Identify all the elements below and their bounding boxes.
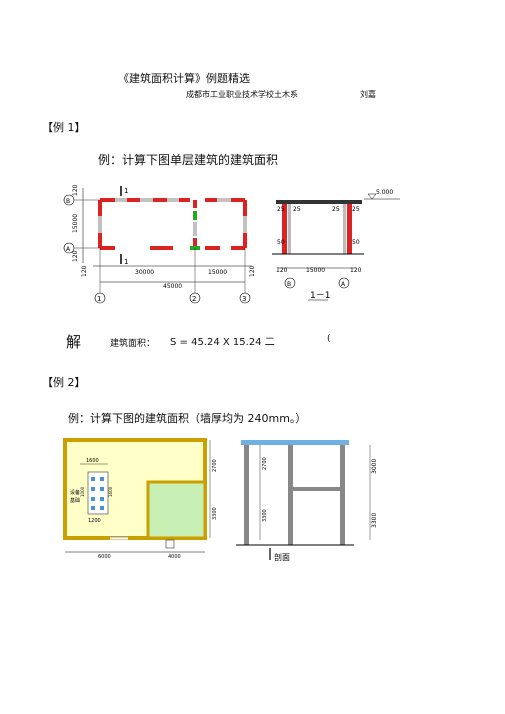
plan-dim-left-bottom: 120 xyxy=(72,250,79,262)
section-axis-b: B xyxy=(287,281,291,288)
document-title: 《建筑面积计算》例题精选 xyxy=(118,72,250,85)
section-mark-top: 1 xyxy=(124,187,128,195)
solution-mark: 解 xyxy=(66,333,82,351)
section2-dim-right-bottom: 3300 xyxy=(371,513,378,528)
plan-dim-total: 45000 xyxy=(163,283,182,290)
section-caption: 1－1 xyxy=(310,291,330,301)
section-dim-1: 25 xyxy=(277,206,285,213)
section-axis-a: A xyxy=(341,281,346,288)
example-2-heading: 【例 2】 xyxy=(42,376,86,389)
section-mark-bottom: 1 xyxy=(124,258,128,266)
plan-axis-3: 3 xyxy=(242,295,246,303)
area-label: 建筑面积： xyxy=(110,339,156,349)
section2-dim-left-top: 2700 xyxy=(262,457,268,470)
plan2-dim-bottom-right: 4000 xyxy=(168,554,181,560)
example-1-question: 例：计算下图单层建筑的建筑面积 xyxy=(98,153,279,167)
plan2-dim-right-top: 2700 xyxy=(212,459,218,472)
author-name: 刘嘉 xyxy=(360,90,376,99)
section-dim-5: 50 xyxy=(277,239,285,246)
plan-dim-left-top: 120 xyxy=(72,184,79,196)
school-subtitle: 成都市工业职业技术学校土木系 xyxy=(186,90,298,99)
section-elevation: 5.000 xyxy=(376,189,393,196)
plan2-dim-bottom-left: 6000 xyxy=(98,554,111,560)
example-2-floor-plan: 设 备 基 础 1600 1000 1600 1200 2700 3300 60… xyxy=(63,438,218,560)
plan-dim-bottom-30000: 30000 xyxy=(135,269,154,276)
section2-dim-right-top: 3000 xyxy=(371,459,378,474)
example-1-heading: 【例 1】 xyxy=(42,121,86,134)
section-dim-4: 25 xyxy=(352,206,360,213)
example-2-question: 例：计算下图的建筑面积（墙厚均为 240mm。） xyxy=(68,412,307,425)
section-bottom-dim-left: 120 xyxy=(276,267,288,274)
plan2-inner-dim-3: 1200 xyxy=(88,518,101,524)
section2-dim-left-bottom: 3300 xyxy=(262,509,268,522)
plan-axis-b: B xyxy=(66,198,70,205)
equipment-label-2: 备 xyxy=(75,489,80,496)
plan2-inner-dim-2: 1600 xyxy=(108,486,113,497)
plan-axis-2: 2 xyxy=(192,295,196,303)
plan-dim-left-mid: 15000 xyxy=(72,214,79,233)
formula-paren: ( xyxy=(327,334,331,344)
plan2-dim-right-bottom: 3300 xyxy=(212,507,218,520)
equipment-label-4: 础 xyxy=(75,497,80,504)
plan-dim-bottom-right: 120 xyxy=(249,265,256,277)
example-2-section: 2700 3300 3000 3300 剖面 xyxy=(236,440,378,562)
plan2-dim-top: 1600 xyxy=(86,458,99,464)
plan-axis-a: A xyxy=(66,246,71,253)
plan-axis-1: 1 xyxy=(97,295,101,303)
area-formula: S = 45.24 X 15.24 二 xyxy=(170,337,275,348)
plan-dim-bottom-15000: 15000 xyxy=(208,269,227,276)
plan-dim-bottom-left: 120 xyxy=(81,265,88,277)
section-bottom-dim-right: 120 xyxy=(350,267,362,274)
plan2-inner-dim-1: 1000 xyxy=(80,486,85,497)
equipment-label-3: 基 xyxy=(70,497,75,504)
section-bottom-dim-mid: 15000 xyxy=(306,267,325,274)
example-1-floor-plan: 1 1 120 15000 120 B A 120 30000 15000 12… xyxy=(63,184,256,304)
example-1-section: 5.000 25 25 25 25 50 50 120 15000 120 B … xyxy=(272,189,400,301)
section2-caption: 剖面 xyxy=(274,552,290,562)
section-dim-2: 25 xyxy=(293,206,301,213)
section-dim-3: 25 xyxy=(332,206,340,213)
section-dim-6: 50 xyxy=(352,239,360,246)
equipment-label-1: 设 xyxy=(70,489,75,496)
